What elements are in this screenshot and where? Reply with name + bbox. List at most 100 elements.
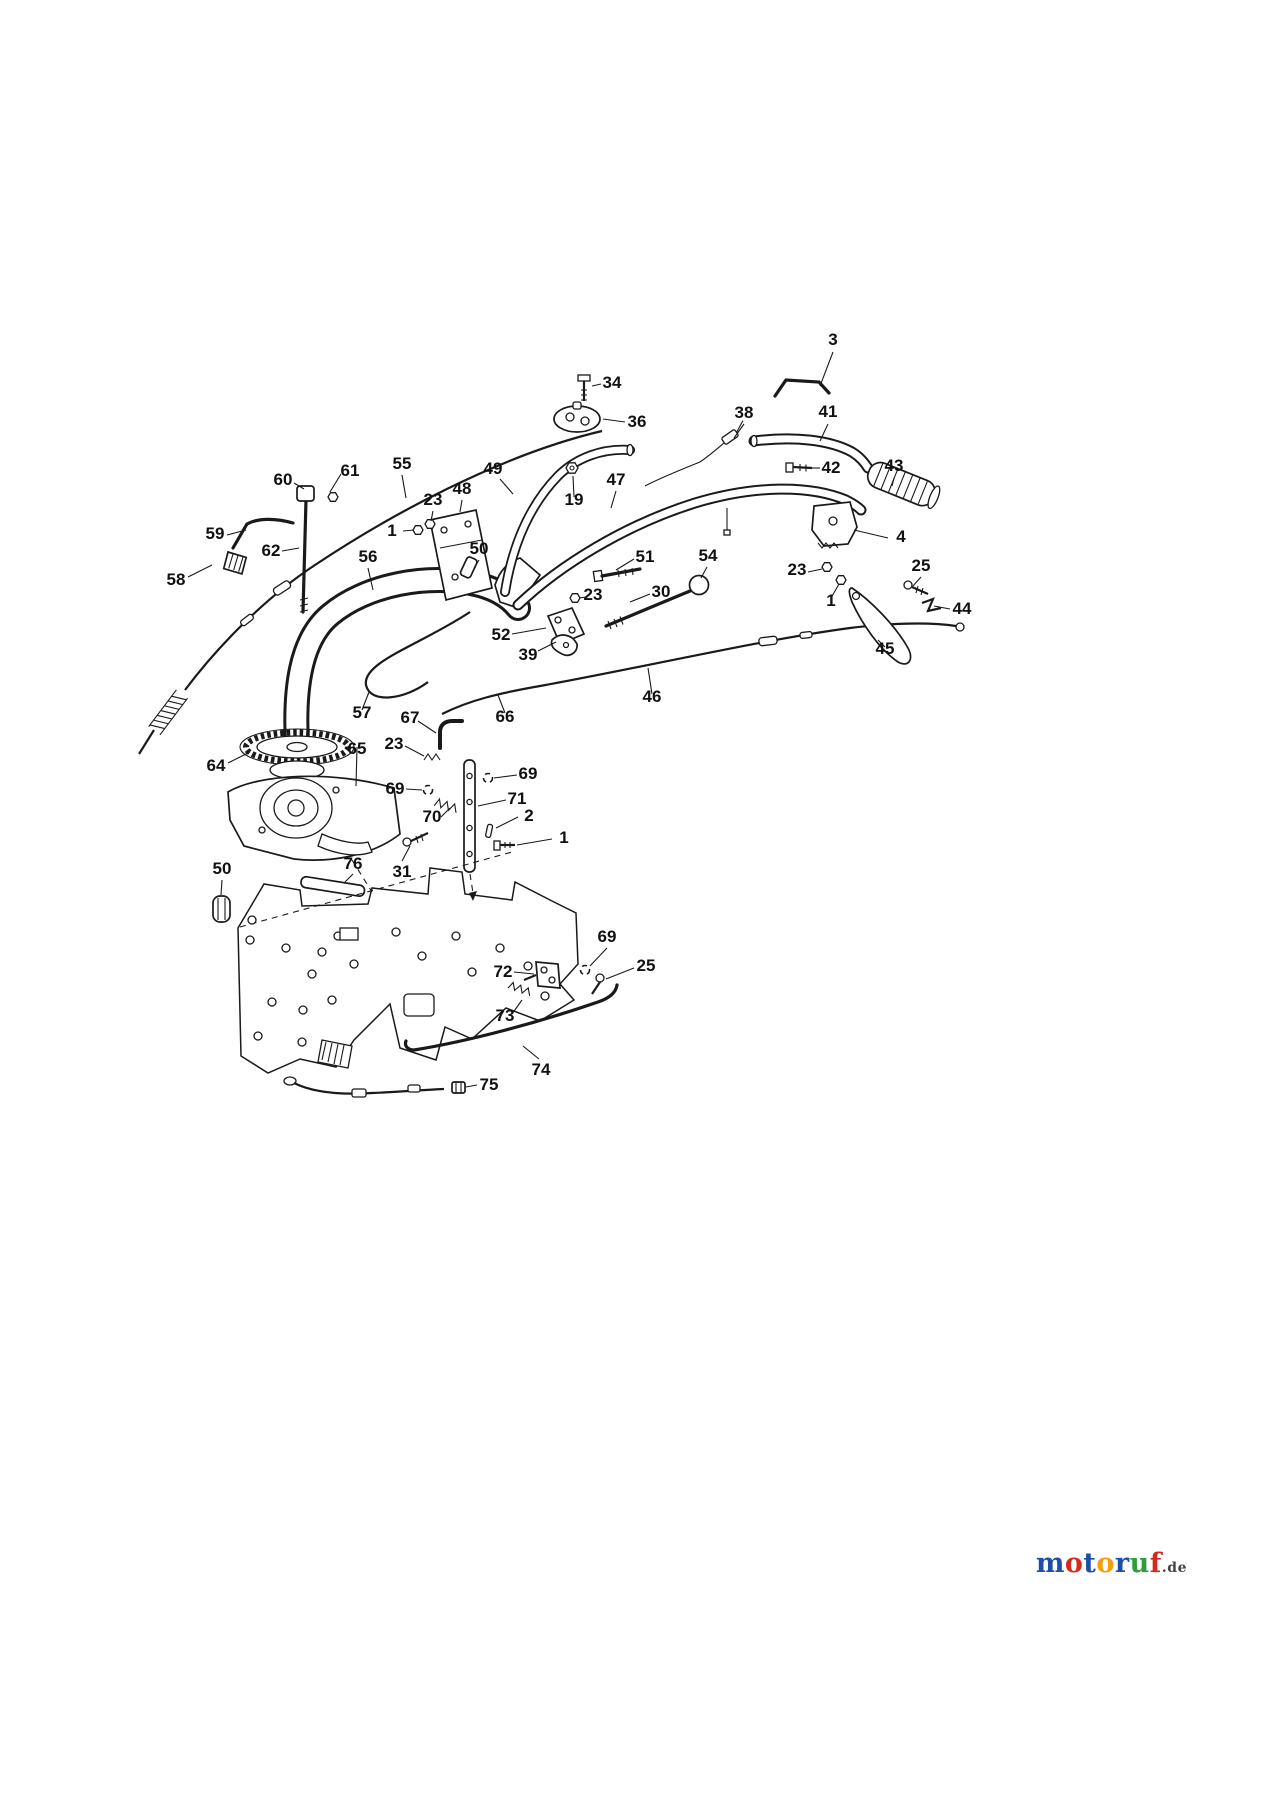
part-label-61: 61 <box>340 461 360 480</box>
flat-bar-71 <box>463 759 476 873</box>
part-label-57: 57 <box>352 703 372 722</box>
knob-54 <box>688 574 710 596</box>
part-label-39: 39 <box>518 645 538 664</box>
part-label-46: 46 <box>642 687 662 706</box>
part-label-2: 2 <box>524 806 534 825</box>
bracket-72 <box>535 961 561 989</box>
part-label-69: 69 <box>597 927 617 946</box>
cable-38 <box>644 420 744 487</box>
part-label-52: 52 <box>491 625 511 644</box>
part-label-55: 55 <box>392 454 412 473</box>
part-label-49: 49 <box>483 459 503 478</box>
part-label-50: 50 <box>212 859 232 878</box>
part-label-74: 74 <box>531 1060 551 1079</box>
chassis <box>237 851 579 1074</box>
cable-loop <box>364 611 471 699</box>
bushing-50-upper <box>459 556 478 579</box>
part-label-1: 1 <box>387 521 397 540</box>
part-label-76: 76 <box>343 854 363 873</box>
watermark-suffix: .de <box>1161 1560 1187 1576</box>
part-label-69: 69 <box>518 764 538 783</box>
part-label-30: 30 <box>651 582 671 601</box>
part-label-3: 3 <box>828 330 838 349</box>
part-label-56: 56 <box>358 547 378 566</box>
watermark-letter: r <box>1114 1548 1130 1579</box>
part-label-4: 4 <box>896 527 906 546</box>
knurled-grip-58 <box>222 550 248 576</box>
cable-spring <box>148 689 189 736</box>
wire-3 <box>773 378 831 398</box>
spring-clip-44 <box>921 597 942 613</box>
part-label-58: 58 <box>166 570 186 589</box>
part-label-41: 41 <box>818 402 838 421</box>
part-label-73: 73 <box>495 1006 515 1025</box>
part-label-50: 50 <box>469 539 489 558</box>
nut-23 <box>569 593 581 603</box>
handle-grip-43 <box>866 461 941 510</box>
part-label-23: 23 <box>384 734 404 753</box>
control-cable-46 <box>422 622 965 796</box>
watermark-letter: f <box>1149 1548 1162 1579</box>
part-label-75: 75 <box>479 1075 499 1094</box>
spring-73 <box>507 981 531 996</box>
part-label-36: 36 <box>627 412 647 431</box>
nut-61 <box>327 492 339 502</box>
part-label-64: 64 <box>206 756 226 775</box>
nut-1 <box>412 525 424 535</box>
part-label-45: 45 <box>875 639 895 658</box>
screw-42 <box>785 462 794 473</box>
bracket-36 <box>553 405 601 433</box>
throttle-cable <box>138 429 603 755</box>
part-label-71: 71 <box>507 789 527 808</box>
leader-lines <box>187 351 951 1088</box>
screw-31 <box>402 837 412 847</box>
console-assembly <box>212 728 515 923</box>
part-label-34: 34 <box>602 373 622 392</box>
pin-2 <box>485 823 494 839</box>
watermark-letter: u <box>1129 1548 1150 1579</box>
part-label-23: 23 <box>583 585 603 604</box>
cable-75 <box>293 1082 445 1095</box>
screw-25-lower <box>595 973 605 983</box>
part-label-59: 59 <box>205 524 225 543</box>
nut-23 <box>424 519 436 529</box>
part-label-23: 23 <box>787 560 807 579</box>
part-label-47: 47 <box>606 470 626 489</box>
lower-linkage <box>283 961 619 1098</box>
watermark-letter: t <box>1083 1548 1097 1579</box>
motoruf-watermark: motoruf.de <box>1036 1550 1187 1577</box>
part-label-19: 19 <box>564 490 584 509</box>
part-label-66: 66 <box>495 707 515 726</box>
part-label-42: 42 <box>821 458 841 477</box>
part-label-23: 23 <box>423 490 443 509</box>
bushing-50 <box>212 895 231 923</box>
watermark-word: motoruf <box>1036 1548 1162 1579</box>
nut-19 <box>565 462 579 474</box>
part-label-72: 72 <box>493 962 513 981</box>
part-label-1: 1 <box>826 591 836 610</box>
handlebars <box>500 433 941 611</box>
part-label-60: 60 <box>273 470 293 489</box>
upper-small-parts <box>546 374 831 657</box>
screw-25 <box>903 580 913 590</box>
pivot-pin-76 <box>300 875 366 898</box>
part-label-65: 65 <box>347 739 367 758</box>
nut-23 <box>821 562 833 572</box>
part-label-70: 70 <box>422 807 442 826</box>
watermark-letter: m <box>1035 1548 1065 1579</box>
cap-75 <box>451 1081 466 1094</box>
part-label-67: 67 <box>400 708 420 727</box>
rod-30 <box>604 589 692 628</box>
part-label-31: 31 <box>392 862 412 881</box>
watermark-letter: o <box>1096 1548 1115 1579</box>
part-label-43: 43 <box>884 456 904 475</box>
washer-69 <box>579 964 591 976</box>
part-label-25: 25 <box>636 956 656 975</box>
part-label-1: 1 <box>559 828 569 847</box>
clutch-lever-45 <box>848 587 912 665</box>
rod-74 <box>403 983 619 1052</box>
cap-60 <box>296 485 315 502</box>
part-label-25: 25 <box>911 556 931 575</box>
